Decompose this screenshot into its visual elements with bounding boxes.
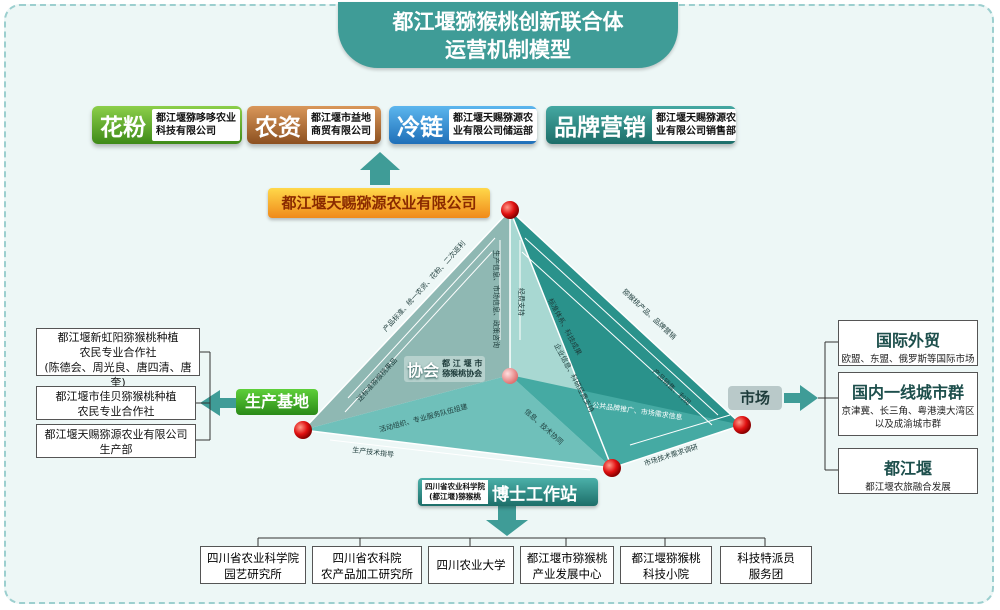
base-box-2-line-2: 农民专业合作社 (77, 405, 155, 418)
association-label: 协会 都 江 堰 市猕猴桃协会 (404, 356, 486, 382)
association-org-1: 都 江 堰 市 (442, 359, 483, 368)
arrow-right-icon (784, 385, 818, 411)
tag-pollen-company: 都江堰猕哆哆农业科技有限公司 (152, 109, 240, 141)
bottom-box-6-line-1: 科技特派员 (737, 551, 795, 565)
market-label: 市场 (728, 386, 782, 410)
node-company-ball (501, 201, 519, 219)
base-box-1-line-2: 农民专业合作社 (79, 346, 157, 359)
tag-brand-marketing-company: 都江堰天赐猕源农业有限公司销售部 (652, 109, 736, 141)
bottom-box-sichuan-agri-university: 四川农业大学 (428, 546, 514, 584)
tag-pollen-company-1: 都江堰猕哆哆农业 (156, 113, 236, 124)
base-box-jiabei: 都江堰市佳贝猕猴桃种植 农民专业合作社 (36, 386, 196, 420)
title-line-1: 都江堰猕猴桃创新联合体 (392, 10, 624, 34)
tag-cold-chain: 冷链 都江堰天赐猕源农业有限公司储运部 (389, 106, 537, 144)
tag-brand-marketing-company-2: 业有限公司销售部 (656, 126, 736, 137)
association-name: 协会 (407, 361, 440, 380)
market-box-3-sub: 都江堰农旅融合发展 (865, 482, 951, 493)
base-box-xinhongyang: 都江堰新虹阳猕猴桃种植 农民专业合作社 (陈德会、周光良、唐四清、唐奎) (36, 328, 200, 389)
flow-arrows (329, 237, 731, 471)
bottom-box-1-line-1: 四川省农业科学院 (207, 551, 299, 565)
bottom-box-tech-envoy: 科技特派员 服务团 (720, 546, 812, 584)
tag-pollen-title: 花粉 (100, 115, 146, 141)
arrow-down-icon (486, 506, 528, 536)
tag-pollen-company-2: 科技有限公司 (156, 126, 216, 137)
arrow-up-icon (360, 152, 400, 185)
market-box-2-sub-2: 以及成渝城市群 (874, 419, 942, 430)
title-line-2: 运营机制模型 (445, 38, 571, 62)
node-market-ball (733, 416, 751, 434)
tag-brand-marketing-company-1: 都江堰天赐猕源农 (656, 113, 736, 124)
tag-agri-supply: 农资 都江堰市益地商贸有限公司 (247, 106, 381, 144)
tag-cold-chain-company: 都江堰天赐猕源农业有限公司储运部 (449, 109, 537, 141)
edge-label-apex-assoc-1: 生产信息、市场信息、政策咨询 (492, 250, 501, 348)
bottom-box-4-line-1: 都江堰市猕猴桃 (526, 551, 608, 565)
station-org-1: 四川省农业科学院 (425, 482, 485, 491)
edge-label-apex-assoc-2: 经费支持 (517, 288, 526, 316)
bottom-box-2-line-2: 农产品加工研究所 (321, 567, 413, 581)
market-box-2-sub-1: 京津冀、长三角、粤港澳大湾区 (841, 406, 975, 417)
bottom-box-2-line-1: 四川省农科院 (332, 551, 402, 565)
left-connectors (196, 351, 211, 441)
base-box-3-line-1: 都江堰天赐猕源农业有限公司 (44, 428, 188, 441)
bottom-box-5-line-2: 科技小院 (643, 567, 689, 581)
node-association-ball (502, 368, 518, 384)
base-box-1-line-1: 都江堰新虹阳猕猴桃种植 (57, 331, 179, 344)
tag-cold-chain-company-2: 业有限公司储运部 (453, 126, 533, 137)
base-box-1-line-3: (陈德会、周光良、唐四清、唐奎) (44, 361, 192, 389)
tag-agri-supply-company-1: 都江堰市益地 (311, 113, 371, 124)
face-right-front (510, 210, 742, 468)
title-banner: 都江堰猕猴桃创新联合体 运营机制模型 (338, 2, 678, 68)
tag-agri-supply-company: 都江堰市益地商贸有限公司 (307, 109, 375, 141)
tag-cold-chain-title: 冷链 (397, 115, 443, 141)
market-box-1-sub: 欧盟、东盟、俄罗斯等国际市场 (841, 354, 975, 365)
node-base-ball (294, 421, 312, 439)
market-box-dujiangyan: 都江堰 都江堰农旅融合发展 (838, 448, 978, 494)
face-bottom-right (510, 375, 742, 468)
pyramid-edges (302, 209, 743, 469)
bottom-box-horticulture-institute: 四川省农业科学院 园艺研究所 (200, 546, 306, 584)
station-org-2: (都江堰)猕猴桃 (429, 492, 481, 501)
bottom-box-industry-center: 都江堰市猕猴桃 产业发展中心 (520, 546, 614, 584)
market-box-2-head: 国内一线城市群 (851, 383, 964, 402)
base-box-3-line-2: 生产部 (99, 443, 133, 456)
bottom-box-4-line-2: 产业发展中心 (532, 567, 602, 581)
tag-pollen: 花粉 都江堰猕哆哆农业科技有限公司 (92, 106, 242, 144)
association-org: 都 江 堰 市猕猴桃协会 (442, 359, 482, 379)
base-box-2-line-1: 都江堰市佳贝猕猴桃种植 (55, 390, 177, 403)
bottom-box-processing-institute: 四川省农科院 农产品加工研究所 (312, 546, 422, 584)
station-title: 博士工作站 (492, 484, 577, 505)
node-station-ball (603, 459, 621, 477)
right-connectors (818, 341, 838, 471)
bottom-box-1-line-2: 园艺研究所 (224, 567, 282, 581)
market-box-international: 国际外贸 欧盟、东盟、俄罗斯等国际市场 (838, 320, 978, 366)
bottom-box-5-line-1: 都江堰猕猴桃 (631, 551, 701, 565)
production-base-label: 生产基地 (236, 389, 318, 415)
station-org: 四川省农业科学院(都江堰)猕猴桃 (422, 480, 488, 504)
market-box-3-head: 都江堰 (883, 459, 932, 478)
bottom-box-6-line-2: 服务团 (748, 567, 784, 581)
tag-cold-chain-company-1: 都江堰天赐猕源农 (453, 113, 533, 124)
base-box-tiancimiyuan: 都江堰天赐猕源农业有限公司 生产部 (36, 424, 196, 458)
bottom-box-3-line-1: 四川农业大学 (436, 558, 506, 572)
tag-brand-marketing-title: 品牌营销 (554, 115, 646, 141)
tag-agri-supply-title: 农资 (255, 115, 301, 141)
face-bottom-left (303, 375, 612, 468)
market-box-domestic: 国内一线城市群 京津冀、长三角、粤港澳大湾区 以及成渝城市群 (838, 372, 978, 436)
tag-brand-marketing: 品牌营销 都江堰天赐猕源农业有限公司销售部 (546, 106, 736, 144)
bottom-box-science-courtyard: 都江堰猕猴桃 科技小院 (620, 546, 712, 584)
company-banner: 都江堰天赐猕源农业有限公司 (268, 188, 490, 218)
station-banner: 四川省农业科学院(都江堰)猕猴桃 博士工作站 (418, 478, 598, 506)
market-box-1-head: 国际外贸 (875, 331, 940, 350)
association-org-2: 猕猴桃协会 (442, 369, 483, 378)
arrow-left-icon (200, 390, 236, 416)
tag-agri-supply-company-2: 商贸有限公司 (311, 126, 371, 137)
bottom-connectors (257, 537, 766, 546)
